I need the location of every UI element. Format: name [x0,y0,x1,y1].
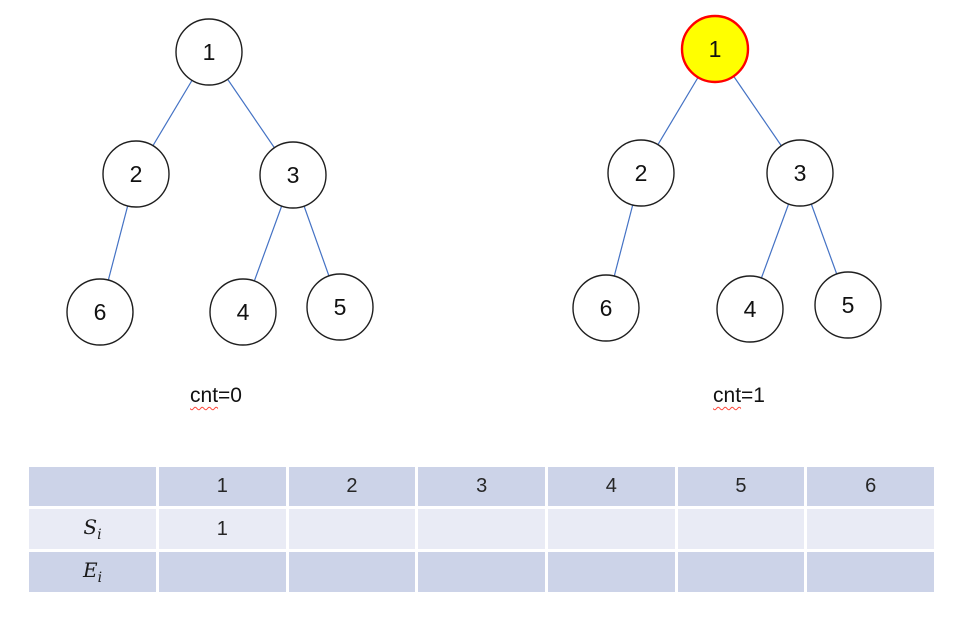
tree-node-6: 6 [66,278,134,346]
row-label-text: Si [83,515,101,543]
node-label: 5 [842,292,855,318]
row-label-text: Ei [83,558,102,586]
node-circle [306,273,374,341]
row-label-base: S [83,515,98,539]
node-circle [102,140,170,208]
table-cell-S-1: 1 [159,509,286,549]
table-cell-S-2 [288,509,416,549]
row-label-base: E [82,558,98,582]
tree-node-5: 5 [814,271,882,339]
tree-node-1-highlighted: 1 [680,14,750,84]
table-cell-S-4 [547,509,675,549]
tree-node-6: 6 [572,274,640,342]
table-cell-S-6 [807,509,934,549]
node-label: 6 [600,295,613,321]
node-label: 1 [709,36,722,62]
table-cell-S-5 [677,509,805,549]
table-cell-E-5 [677,552,805,592]
node-label: 2 [130,161,143,187]
node-circle [175,18,243,86]
table-cell-E-4 [547,552,675,592]
tree-node-4: 4 [716,275,784,343]
node-label: 4 [237,299,250,325]
table-cell-E-1 [159,552,286,592]
table-header-1: 1 [159,467,286,506]
tree-node-4: 4 [209,278,277,346]
right-tree-caption: cnt=1 [713,384,765,408]
values-table: 1 2 3 4 5 6 Si 1 Ei [29,467,934,592]
right-tree: 1 2 3 4 5 6 [572,14,882,343]
table-header-4: 4 [547,467,675,506]
node-circle [607,139,675,207]
node-circle [572,274,640,342]
caption-value: =0 [218,384,242,407]
table-header-3: 3 [418,467,545,506]
node-circle [814,271,882,339]
node-label: 3 [287,162,300,188]
tree-node-3: 3 [766,139,834,207]
node-label: 4 [744,296,757,322]
trees-canvas: 1 2 3 4 5 6 [66,14,882,346]
node-label: 1 [203,39,216,65]
caption-word: cnt [713,384,742,407]
node-circle [259,141,327,209]
table-cell-E-6 [807,552,934,592]
table-header-5: 5 [677,467,805,506]
node-circle [716,275,784,343]
node-circle [766,139,834,207]
node-label: 6 [94,299,107,325]
left-tree: 1 2 3 4 5 6 [66,18,374,346]
tree-node-1: 1 [175,18,243,86]
row-label-S: Si [29,509,156,549]
tree-node-2: 2 [102,140,170,208]
row-label-subscript: i [97,570,103,586]
caption-word: cnt [190,384,219,407]
left-tree-caption: cnt=0 [190,384,242,408]
table-header-corner [29,467,156,506]
tree-node-5: 5 [306,273,374,341]
table-header-6: 6 [807,467,934,506]
node-label: 2 [635,160,648,186]
node-label: 5 [334,294,347,320]
table-cell-E-2 [288,552,416,592]
row-label-E: Ei [29,552,156,592]
node-label: 3 [794,160,807,186]
node-circle-highlighted [680,14,750,84]
caption-value: =1 [741,384,765,407]
table-header-2: 2 [288,467,416,506]
table-cell-S-3 [418,509,545,549]
node-circle [66,278,134,346]
tree-node-2: 2 [607,139,675,207]
row-label-subscript: i [97,527,102,543]
table-cell-E-3 [418,552,545,592]
node-circle [209,278,277,346]
tree-node-3: 3 [259,141,327,209]
